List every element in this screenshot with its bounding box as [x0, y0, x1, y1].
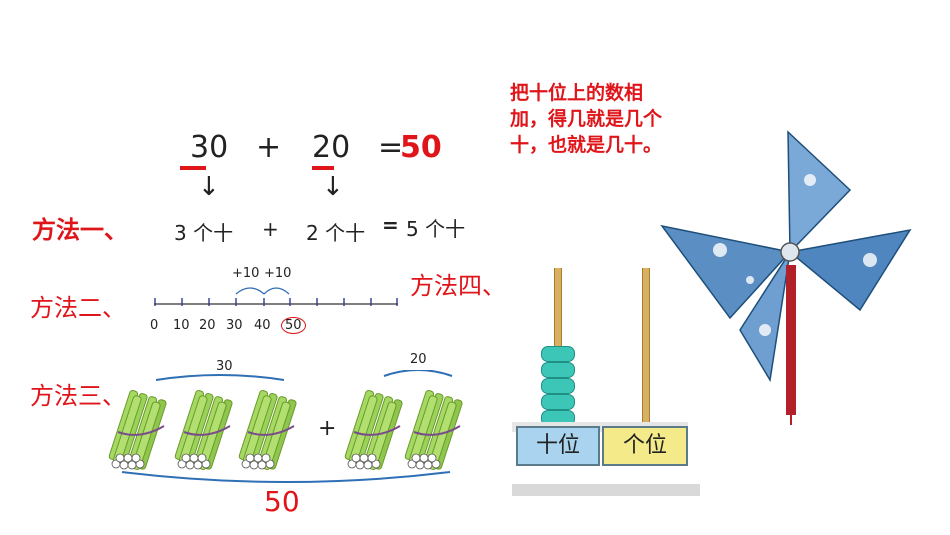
method4-label: 方法四、	[410, 272, 506, 300]
tens-underline-a	[180, 166, 206, 170]
method1-right: 2 个十	[306, 221, 366, 245]
bead	[541, 394, 575, 410]
arrow-down-icon: ↓	[198, 172, 220, 202]
equation-result: 50	[400, 130, 442, 165]
jump2-label: +10	[264, 266, 292, 281]
tick-label: 10	[173, 318, 190, 333]
method1-equals: =	[382, 213, 399, 237]
tick-label: 20	[199, 318, 216, 333]
method2-label: 方法二、	[30, 294, 126, 322]
bead	[541, 346, 575, 362]
abacus-shadow	[512, 484, 700, 496]
tick-label: 30	[226, 318, 243, 333]
method3-plus: +	[318, 416, 337, 441]
ones-label: 个位	[602, 426, 688, 466]
number-line	[154, 287, 398, 306]
method3-label: 方法三、	[30, 382, 126, 410]
addend-a: 30	[190, 130, 229, 165]
stick-bundles	[108, 370, 464, 483]
jump1-label: +10	[232, 266, 260, 281]
abacus-base	[512, 422, 688, 432]
ones-rod	[642, 268, 650, 430]
arrow-down-icon: ↓	[322, 172, 344, 202]
group2-label: 20	[410, 352, 427, 367]
tick-label: 0	[150, 318, 159, 333]
equals-sign: =	[378, 130, 404, 165]
plus-sign: +	[256, 130, 282, 165]
method1-label: 方法一、	[32, 216, 128, 244]
pinwheel-image	[660, 130, 912, 425]
method1-result: 5 个十	[406, 217, 466, 241]
tick-label: 40	[254, 318, 271, 333]
bead	[541, 362, 575, 378]
bead	[541, 378, 575, 394]
method3-total: 50	[264, 485, 300, 518]
tens-underline-b	[312, 166, 334, 170]
abacus: 十位 个位	[512, 262, 702, 497]
addend-b: 20	[312, 130, 351, 165]
method1-plus: +	[262, 217, 279, 241]
rule-tip: 把十位上的数相加，得几就是几个十，也就是几十。	[510, 82, 663, 156]
method1-left: 3 个十	[174, 221, 234, 245]
tens-label: 十位	[516, 426, 600, 466]
tick-label-circled: 50	[281, 317, 306, 334]
group1-label: 30	[216, 359, 233, 374]
